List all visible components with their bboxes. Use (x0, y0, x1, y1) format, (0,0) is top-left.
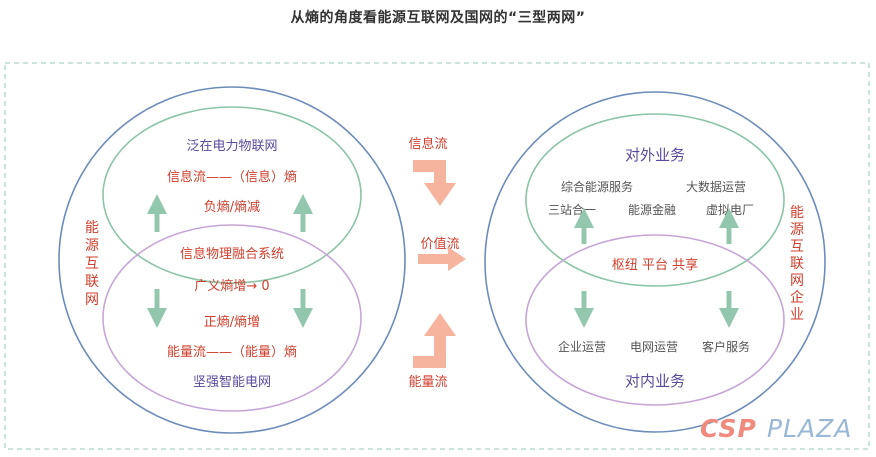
page-title: 从熵的角度看能源互联网及国网的“三型两网” (290, 10, 586, 26)
right-green-ellipse (525, 113, 785, 287)
value-flow-arrow (418, 247, 466, 271)
info-flow-arrow (413, 160, 456, 206)
left-outer-label: 能源互联网 (85, 220, 99, 308)
info-flow-label: 信息流 (408, 136, 447, 152)
left-outer-circle (58, 86, 406, 434)
energy-flow-arrow (413, 313, 456, 368)
left-overlap-line: 广义熵增→ 0 (194, 278, 269, 294)
right-outer-circle (484, 91, 826, 433)
right-top-title: 对外业务 (625, 146, 685, 164)
left-negative-entropy: 负熵/熵减 (204, 199, 260, 215)
value-flow-label: 价值流 (420, 236, 459, 252)
left-energy-entropy: 能量流——（能量）熵 (167, 344, 297, 360)
left-green-ellipse (102, 106, 362, 284)
watermark-logo-plaza: PLAZA (767, 414, 853, 443)
left-top-title: 泛在电力物联网 (186, 139, 277, 154)
right-item-customer-service: 客户服务 (702, 339, 750, 354)
right-item-integrated-energy: 综合能源服务 (561, 179, 633, 194)
dashed-frame (4, 62, 870, 450)
right-item-grid-ops: 电网运营 (630, 340, 678, 354)
right-item-virtual-plant: 虚拟电厂 (706, 203, 754, 217)
right-item-big-data: 大数据运营 (686, 179, 746, 194)
right-item-energy-finance: 能源金融 (628, 202, 676, 217)
right-item-enterprise-ops: 企业运营 (558, 339, 606, 354)
right-outer-label: 能源互联网企业 (790, 205, 804, 323)
right-overlap-label: 枢纽 平台 共享 (612, 257, 698, 273)
left-info-entropy: 信息流——（信息）熵 (167, 169, 297, 185)
watermark-logo-csp: CSP (700, 414, 757, 443)
left-bottom-title: 坚强智能电网 (193, 375, 271, 390)
left-overlap-title: 信息物理融合系统 (180, 246, 284, 262)
right-purple-ellipse (525, 234, 785, 406)
left-positive-entropy: 正熵/熵增 (204, 314, 260, 330)
right-bottom-title: 对内业务 (625, 372, 685, 390)
right-item-three-stations: 三站合一 (548, 202, 596, 217)
left-purple-ellipse (102, 224, 362, 412)
energy-flow-label: 能量流 (408, 375, 447, 390)
